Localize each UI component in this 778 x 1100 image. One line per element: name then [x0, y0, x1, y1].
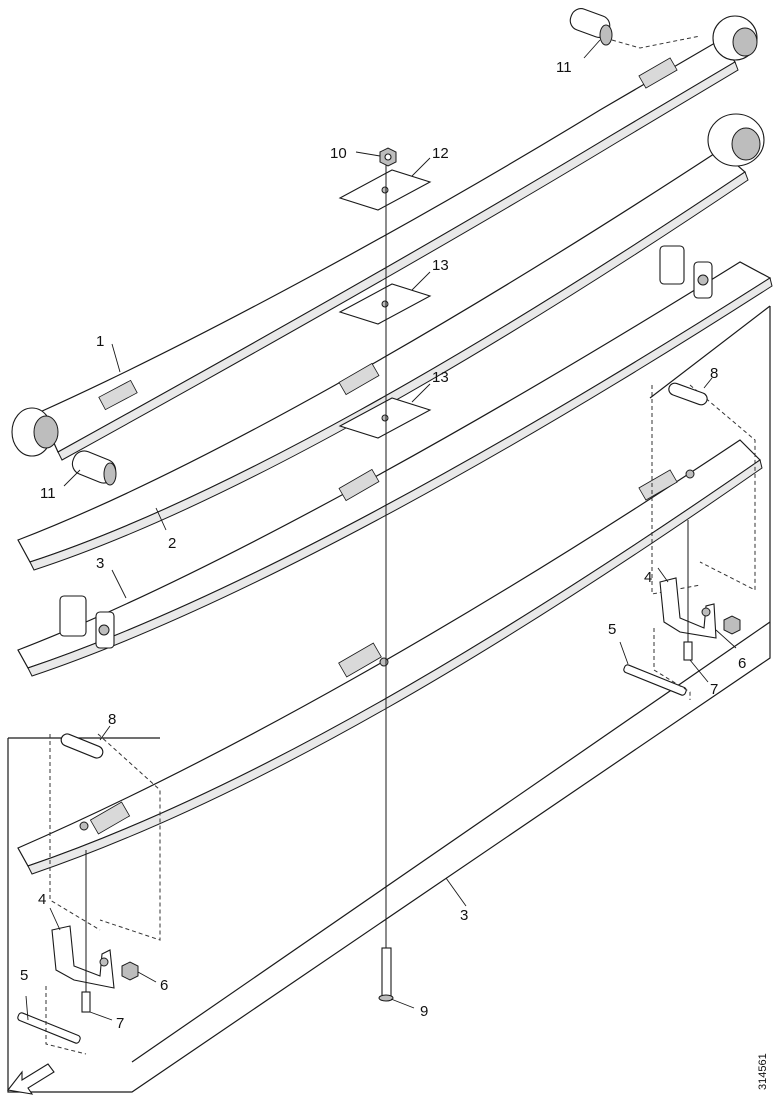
callout-labels: 1 2 3 3 4 4 5 5 6 6 7 7 8 8 9 10 11 11 1…	[20, 59, 746, 1032]
callout-11-top: 11	[556, 59, 572, 76]
callout-6-right: 6	[738, 655, 746, 672]
spring-leaf-1	[11, 15, 758, 461]
direction-arrow-icon	[6, 1063, 55, 1095]
callout-11-bottom: 11	[40, 485, 56, 502]
callout-3-lower: 3	[460, 907, 468, 924]
callout-4-left: 4	[38, 891, 46, 908]
callout-2: 2	[168, 535, 176, 552]
document-number: 314561	[757, 1053, 769, 1090]
callout-12: 12	[432, 145, 449, 162]
callout-8-right: 8	[710, 365, 718, 382]
nut-10	[379, 147, 397, 167]
callout-7-left: 7	[116, 1015, 124, 1032]
center-bolt-9	[378, 165, 394, 1002]
callout-7-right: 7	[710, 681, 718, 698]
spring-leaf-2	[17, 113, 765, 571]
callout-1: 1	[96, 333, 104, 350]
callout-leaders	[25, 39, 737, 1021]
callout-3-upper: 3	[96, 555, 104, 572]
spring-leaf-3-upper	[17, 245, 773, 677]
plate-12	[338, 169, 432, 211]
pin-11-bottom	[71, 450, 117, 486]
callout-5-right: 5	[608, 621, 616, 638]
callout-13-lower: 13	[432, 369, 449, 386]
assembly-frame	[7, 305, 771, 1093]
pin-11-top	[569, 8, 701, 49]
hanger-assembly-left	[17, 733, 161, 1055]
callout-4-right: 4	[644, 569, 652, 586]
hanger-assembly-right	[623, 382, 756, 700]
callout-8-left: 8	[108, 711, 116, 728]
callout-10: 10	[330, 145, 347, 162]
callout-13-upper: 13	[432, 257, 449, 274]
callout-5-left: 5	[20, 967, 28, 984]
callout-6-left: 6	[160, 977, 168, 994]
callout-9: 9	[420, 1003, 428, 1020]
spring-leaf-3-lower	[17, 439, 763, 875]
